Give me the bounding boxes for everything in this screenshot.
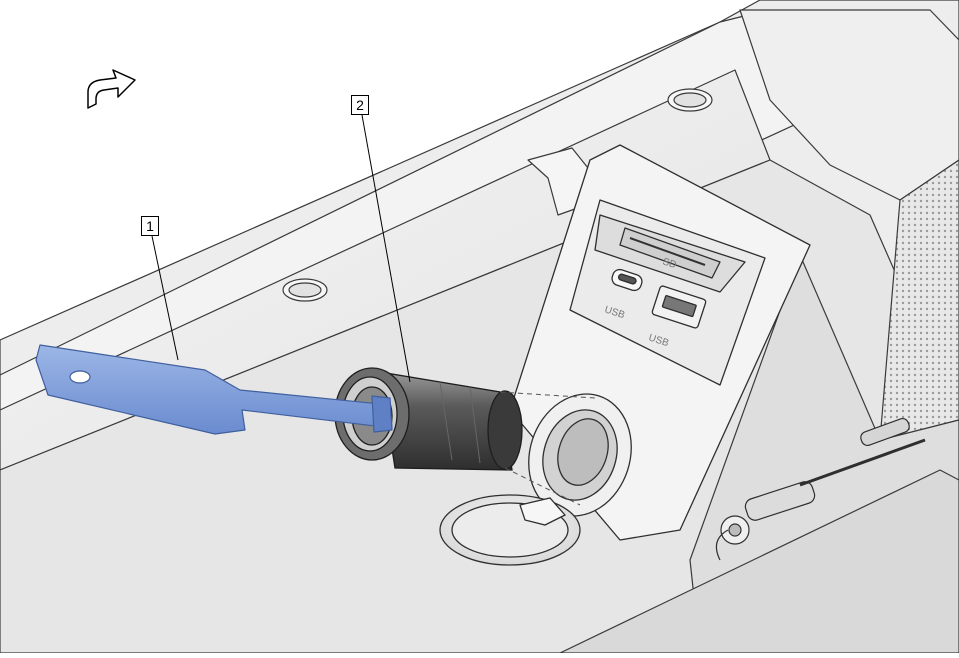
alignment-lines [499,391,596,506]
removal-tool [35,344,393,435]
card-slot-label: SD [661,256,678,271]
lid-hinge-mechanism [715,417,926,561]
callout-2: 2 [351,95,369,115]
socket-opening [528,393,632,517]
power-outlet-housing [334,367,523,471]
socket-cap [439,494,581,566]
callout-1: 1 [141,216,159,236]
leader-line-2 [361,114,411,383]
leader-line-1 [151,235,179,361]
forward-arrow-icon [87,69,136,109]
leader-lines [151,114,411,383]
